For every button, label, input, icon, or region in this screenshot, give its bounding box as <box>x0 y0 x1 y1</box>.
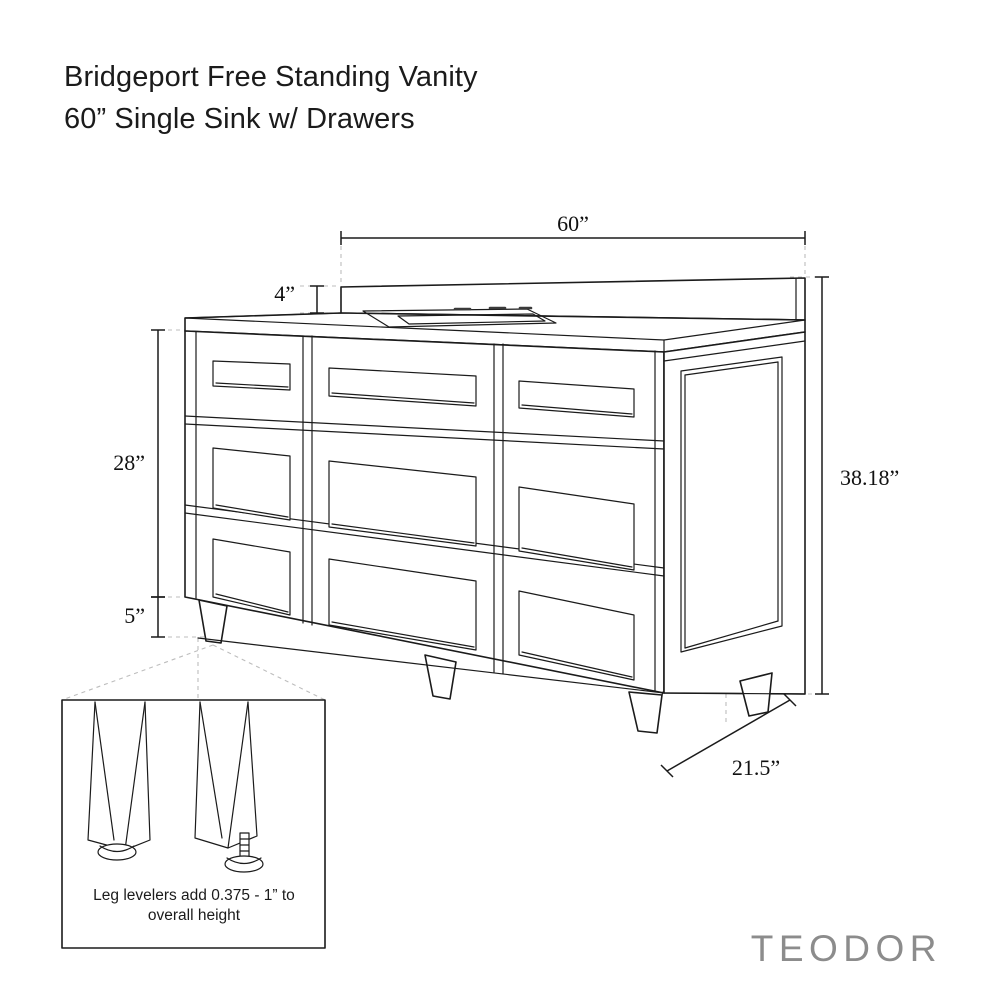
drawer-panel-group-right <box>518 380 635 681</box>
dimension-label-width: 60” <box>557 211 589 236</box>
dimension-label-overall-height: 38.18” <box>840 465 899 490</box>
drawer-panel-group-left <box>212 360 291 616</box>
page-title-line-2: 60” Single Sink w/ Drawers <box>64 103 415 135</box>
dimension-overall-height-38-18: 38.18” <box>768 276 899 695</box>
vanity-illustration <box>184 277 806 734</box>
dimension-label-leg-height: 5” <box>124 603 145 628</box>
floor-line-side <box>663 692 806 695</box>
dimension-label-backsplash: 4” <box>274 281 295 306</box>
dimension-width-60: 60” <box>340 211 806 320</box>
title-block: Bridgeport Free Standing Vanity 60” Sing… <box>64 56 684 140</box>
detail-caption-line-2: overall height <box>148 907 241 924</box>
floor-line-front <box>197 637 665 694</box>
dimension-depth-21-5: 21.5” <box>197 638 797 782</box>
side-recessed-panel <box>680 356 783 653</box>
detail-leg-right <box>194 701 264 873</box>
vanity-legs <box>198 599 773 734</box>
sink-basin <box>362 306 557 328</box>
detail-leader-lines <box>61 644 326 701</box>
dimension-label-cabinet-height: 28” <box>113 450 145 475</box>
dimension-label-depth: 21.5” <box>732 755 780 780</box>
page-title-line-1: Bridgeport Free Standing Vanity <box>64 61 478 93</box>
detail-leg-left <box>87 701 151 861</box>
drawer-panel-group-center <box>328 367 477 651</box>
dimension-backsplash-4: 4” <box>274 281 338 314</box>
leg-leveler-detail-inset: Leg levelers add 0.375 - 1” to overall h… <box>61 699 326 949</box>
brand-logo: TEODOR <box>750 928 942 969</box>
dimension-cabinet-height-28: 28” <box>113 329 192 598</box>
detail-caption-line-1: Leg levelers add 0.375 - 1” to <box>93 887 295 904</box>
